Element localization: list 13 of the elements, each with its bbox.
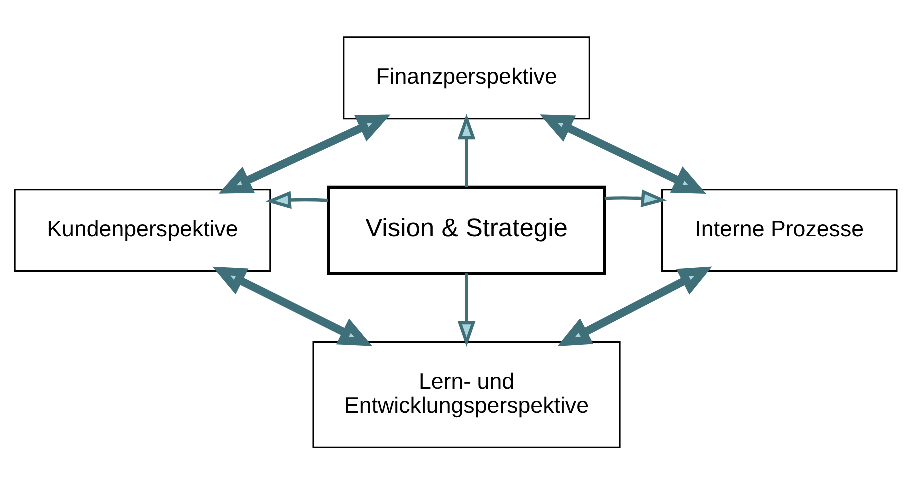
arrow bbox=[212, 266, 372, 346]
arrow bbox=[604, 189, 668, 208]
arrow bbox=[558, 266, 712, 346]
arrow bbox=[458, 273, 476, 346]
node-box: Finanzperspektive bbox=[343, 36, 590, 120]
arrow bbox=[218, 114, 391, 194]
arrow bbox=[266, 190, 328, 209]
arrow bbox=[458, 114, 476, 187]
node-box: Kundenperspektive bbox=[14, 188, 272, 272]
arrow bbox=[540, 114, 706, 194]
node-box: Lern- und Entwicklungsperspektive bbox=[312, 340, 621, 448]
node-box: Interne Prozesse bbox=[662, 188, 898, 272]
node-box: Vision & Strategie bbox=[327, 185, 606, 275]
